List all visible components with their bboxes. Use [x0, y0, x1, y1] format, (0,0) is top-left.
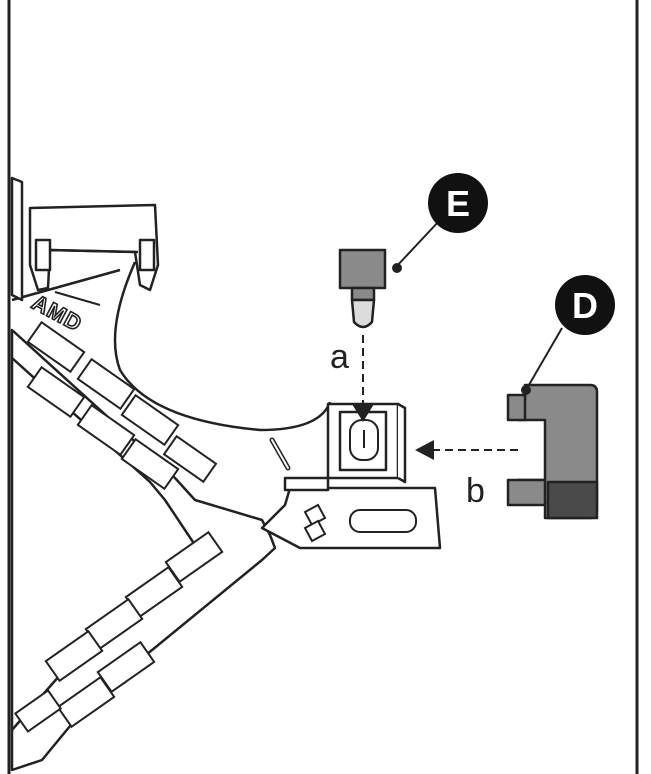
frame [7, 0, 639, 774]
component-e-pin [338, 248, 387, 329]
leader-e-dot [392, 263, 402, 273]
bracket-slot-line [54, 291, 101, 306]
step-a-label: a [330, 338, 349, 376]
upper-left-clip [10, 176, 160, 302]
callout-e-label: E [446, 183, 470, 224]
leader-d [525, 327, 563, 391]
callout-e-badge [428, 173, 488, 233]
clip-slot-detail [303, 419, 417, 543]
step-b-label: b [466, 472, 485, 510]
cable [113, 261, 332, 432]
arrow-a-head [352, 404, 374, 422]
component-d-clip [506, 383, 599, 520]
callout-d-badge [555, 275, 615, 335]
arrow-b-head [415, 440, 434, 460]
leader-e [394, 219, 441, 269]
leader-d-dot [521, 385, 531, 395]
bracket-cutouts [13, 320, 224, 733]
callout-d-label: D [572, 285, 598, 326]
